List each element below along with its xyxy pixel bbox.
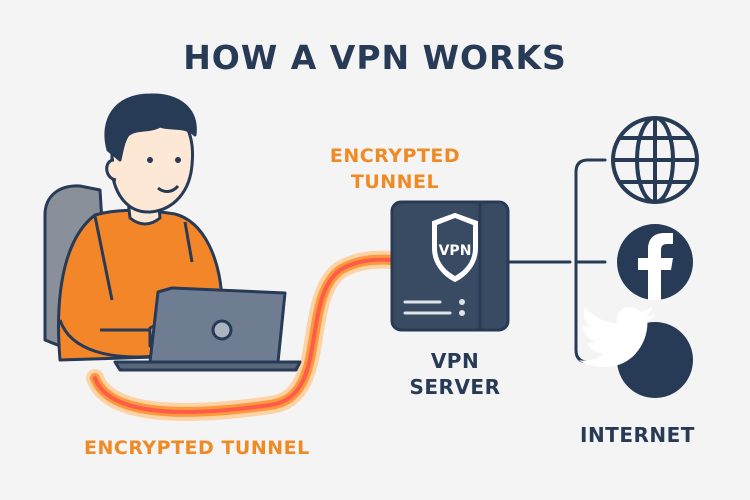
server-label-line1: VPN <box>430 349 480 373</box>
internet-label: INTERNET <box>580 423 695 447</box>
twitter-icon <box>579 306 693 398</box>
globe-icon <box>611 116 699 204</box>
diagram-title: HOW A VPN WORKS <box>183 38 567 77</box>
encrypted-tunnel-label-top: ENCRYPTED TUNNEL <box>300 143 490 195</box>
facebook-icon <box>617 224 693 300</box>
encrypted-tunnel <box>86 250 414 421</box>
vpn-server <box>390 200 510 332</box>
vpn-server-label: VPN SERVER <box>395 348 515 400</box>
tunnel-top-line1: ENCRYPTED <box>329 145 461 167</box>
server-label-line2: SERVER <box>409 375 501 399</box>
laptop-icon <box>113 286 302 372</box>
encrypted-tunnel-label-bottom: ENCRYPTED TUNNEL <box>84 437 310 459</box>
tunnel-top-line2: TUNNEL <box>350 171 440 193</box>
vpn-badge-text: VPN <box>439 243 472 259</box>
